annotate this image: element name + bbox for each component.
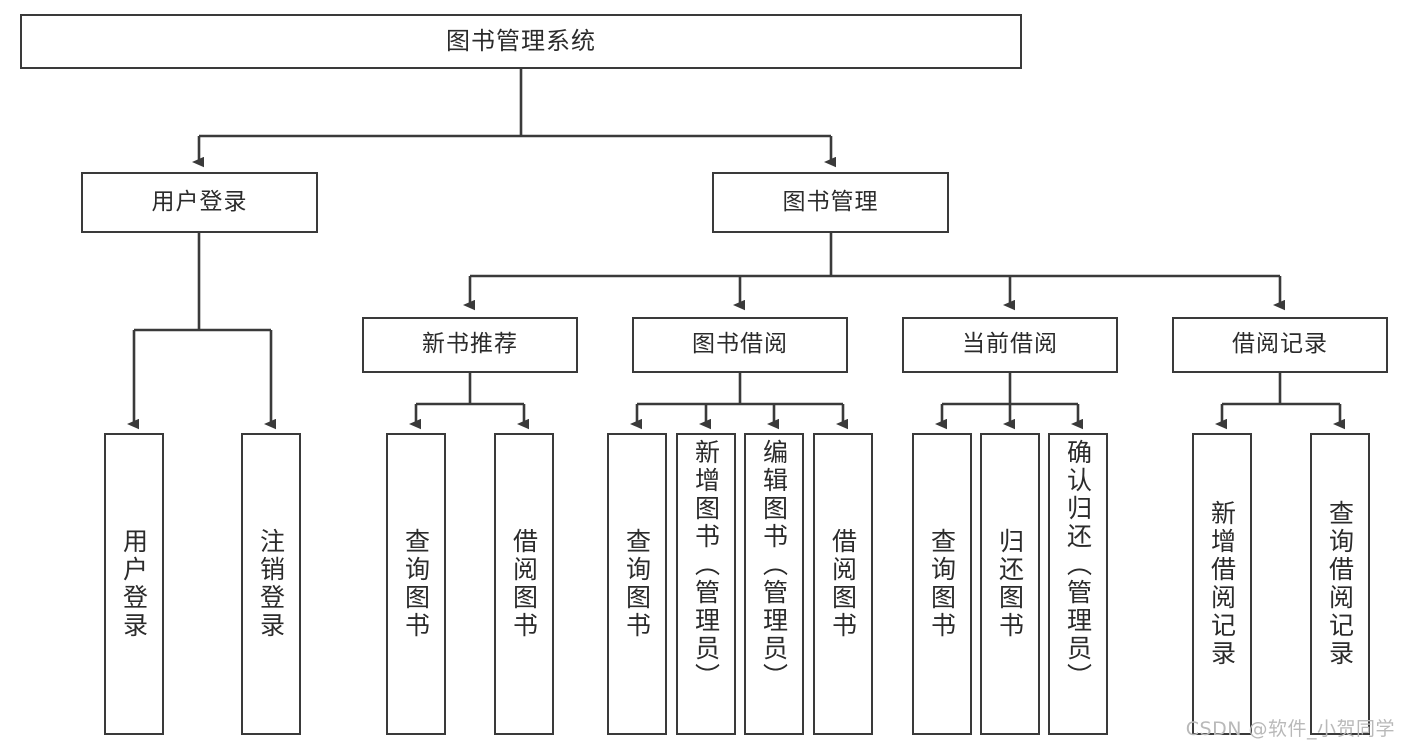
node-label: 借阅图书 [509, 528, 539, 640]
node-label: 新书推荐 [422, 331, 518, 358]
node-label: 用户登录 [151, 188, 248, 215]
node-leaf-query-borrow-record[interactable]: 查询借阅记录 [1310, 433, 1370, 735]
node-user-login[interactable]: 用户登录 [81, 172, 318, 233]
node-borrow-records[interactable]: 借阅记录 [1172, 317, 1388, 373]
node-label: 借阅记录 [1232, 331, 1328, 358]
node-leaf-user-login[interactable]: 用户登录 [104, 433, 164, 735]
node-new-book-recommendation[interactable]: 新书推荐 [362, 317, 578, 373]
node-label: 用户登录 [119, 528, 149, 640]
node-leaf-query-books-recommend[interactable]: 查询图书 [386, 433, 446, 735]
node-label: 归还图书 [995, 528, 1025, 640]
node-leaf-borrow-books[interactable]: 借阅图书 [813, 433, 873, 735]
node-current-borrow[interactable]: 当前借阅 [902, 317, 1118, 373]
node-label: 查询图书 [622, 528, 652, 640]
node-leaf-add-book-admin[interactable]: 新增图书（管理员） [676, 433, 736, 735]
node-label: 图书借阅 [692, 331, 788, 358]
node-leaf-query-books-borrow[interactable]: 查询图书 [607, 433, 667, 735]
node-leaf-return-book[interactable]: 归还图书 [980, 433, 1040, 735]
node-label: 新增图书（管理员） [691, 439, 721, 691]
csdn-watermark: CSDN @软件_小贺同学 [1185, 718, 1395, 740]
node-book-borrow[interactable]: 图书借阅 [632, 317, 848, 373]
node-leaf-query-books-current[interactable]: 查询图书 [912, 433, 972, 735]
node-label: 编辑图书（管理员） [759, 439, 789, 691]
node-root-book-management-system[interactable]: 图书管理系统 [20, 14, 1022, 69]
node-book-management[interactable]: 图书管理 [712, 172, 949, 233]
node-label: 当前借阅 [962, 331, 1058, 358]
node-leaf-edit-book-admin[interactable]: 编辑图书（管理员） [744, 433, 804, 735]
node-label: 图书管理系统 [446, 27, 596, 56]
node-leaf-borrow-books-recommend[interactable]: 借阅图书 [494, 433, 554, 735]
node-label: 注销登录 [256, 528, 286, 640]
node-leaf-confirm-return-admin[interactable]: 确认归还（管理员） [1048, 433, 1108, 735]
node-label: 借阅图书 [828, 528, 858, 640]
node-label: 图书管理 [782, 188, 879, 215]
node-leaf-add-borrow-record[interactable]: 新增借阅记录 [1192, 433, 1252, 735]
node-leaf-logout[interactable]: 注销登录 [241, 433, 301, 735]
node-label: 新增借阅记录 [1207, 500, 1237, 668]
node-label: 查询借阅记录 [1325, 500, 1355, 668]
node-label: 查询图书 [927, 528, 957, 640]
node-label: 查询图书 [401, 528, 431, 640]
node-label: 确认归还（管理员） [1063, 439, 1093, 691]
